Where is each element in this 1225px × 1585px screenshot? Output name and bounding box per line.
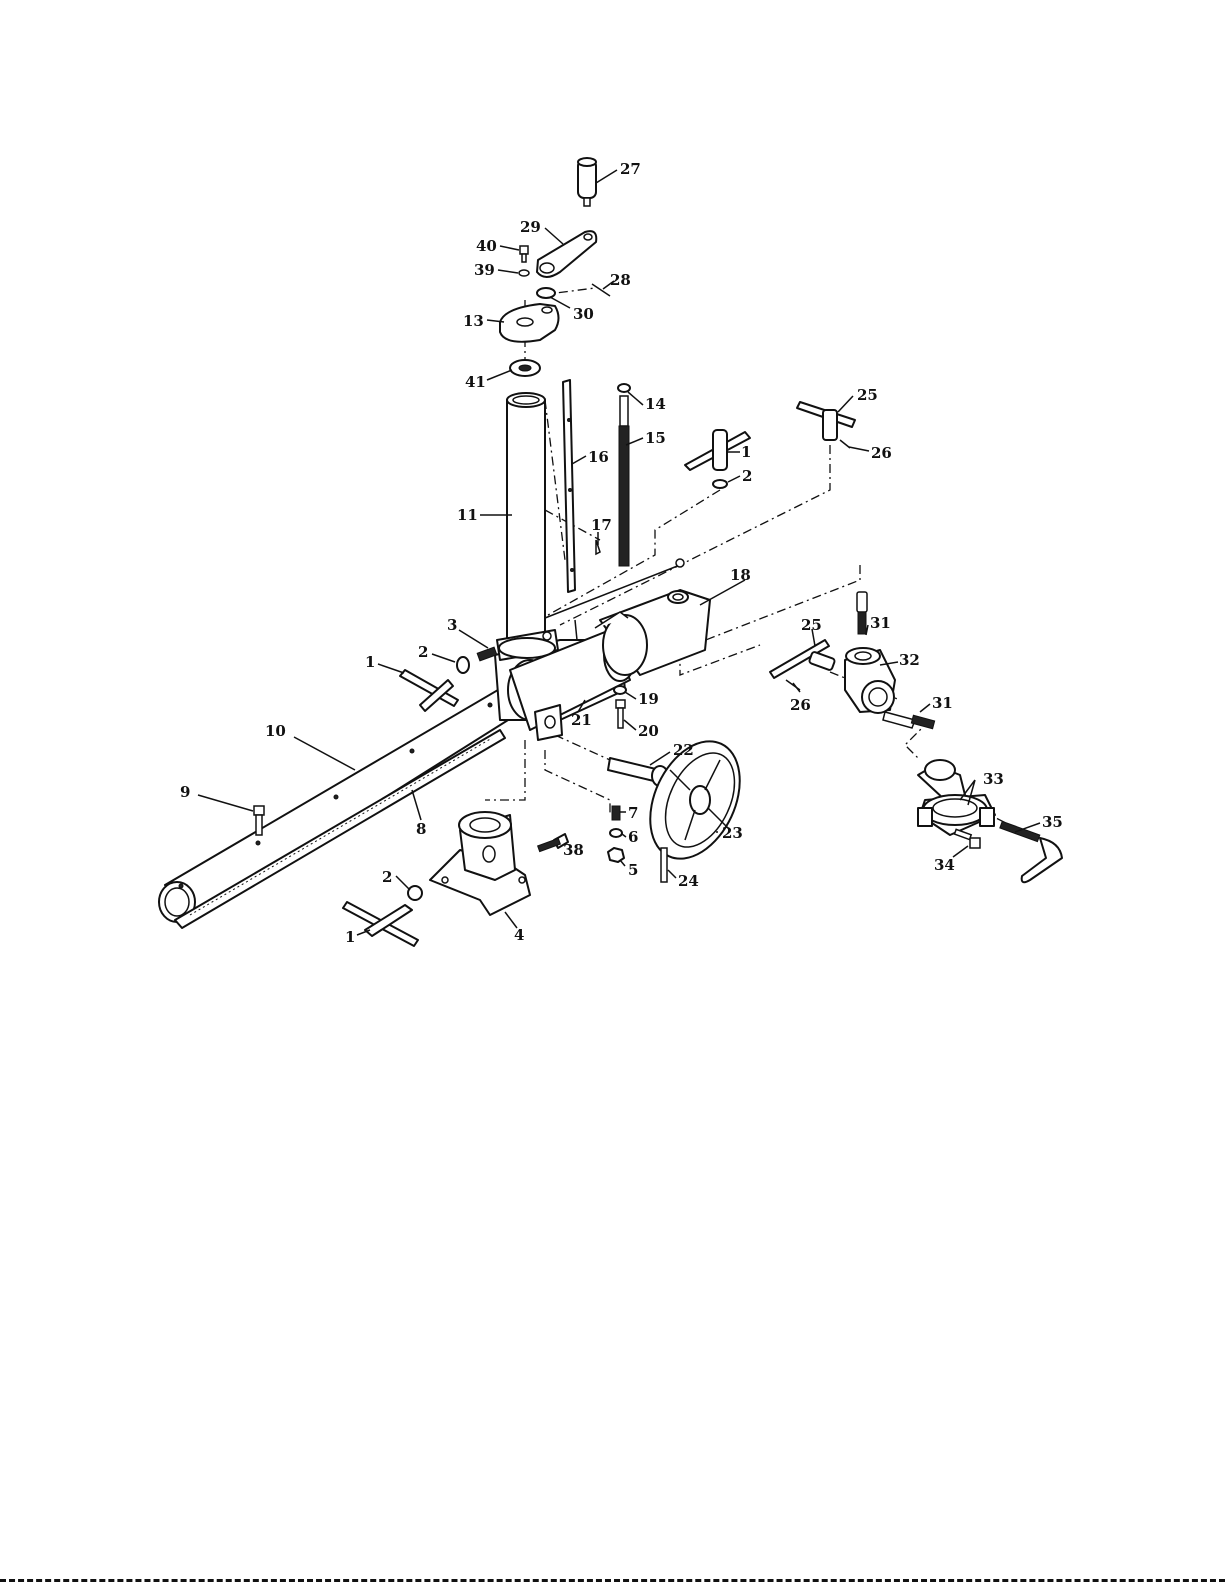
- stud-31-lower: [883, 712, 935, 729]
- pin-26-upper: [840, 440, 850, 448]
- base-4: [430, 812, 530, 915]
- assembly-lines: [485, 288, 1010, 840]
- callout-19: 19: [638, 690, 659, 708]
- callout-40: 40: [476, 237, 497, 255]
- callout-2-upper: 2: [742, 467, 752, 485]
- callout-3: 3: [447, 616, 457, 634]
- page-bottom-edge: [0, 1579, 1225, 1585]
- callout-26-upper: 26: [871, 444, 892, 462]
- callout-26-lower: 26: [790, 696, 811, 714]
- nut-14: [618, 384, 630, 392]
- callout-34: 34: [934, 856, 955, 874]
- callout-38: 38: [563, 841, 584, 859]
- callout-23: 23: [722, 824, 743, 842]
- t-handle-25-upper: [797, 402, 855, 440]
- spring-7: [612, 806, 620, 820]
- washer-39: [519, 270, 529, 276]
- handwheel-23: [633, 727, 758, 873]
- callout-1-upper: 1: [741, 443, 751, 461]
- callout-2-bottom: 2: [382, 868, 392, 886]
- bearing-41: [510, 360, 540, 376]
- callout-11: 11: [457, 506, 478, 524]
- callout-31-upper: 31: [870, 614, 891, 632]
- callout-20: 20: [638, 722, 659, 740]
- callout-5: 5: [628, 861, 638, 879]
- column-tube-11: [507, 393, 545, 655]
- callout-29: 29: [520, 218, 541, 236]
- callout-41: 41: [465, 373, 486, 391]
- callout-9: 9: [180, 783, 190, 801]
- callout-28: 28: [610, 271, 631, 289]
- callout-33: 33: [983, 770, 1004, 788]
- nut-19: [614, 686, 626, 694]
- callout-25-upper: 25: [857, 386, 878, 404]
- end-housing-18: [595, 590, 710, 675]
- callout-27: 27: [620, 160, 641, 178]
- t-handle-25-lower: [770, 640, 835, 678]
- pin-24: [661, 848, 667, 882]
- callout-17: 17: [591, 516, 612, 534]
- callout-32: 32: [899, 651, 920, 669]
- callout-22: 22: [673, 741, 694, 759]
- washer-30: [537, 288, 555, 298]
- rack-bar-16: [563, 380, 575, 592]
- t-handle-1-left: [400, 670, 458, 711]
- callout-1-bottom: 1: [345, 928, 355, 946]
- callout-10: 10: [265, 722, 286, 740]
- callout-6: 6: [628, 828, 638, 846]
- callout-18: 18: [730, 566, 751, 584]
- screw-3: [477, 647, 497, 661]
- elbow-32: [845, 648, 895, 713]
- callout-8: 8: [416, 820, 426, 838]
- washer-2-upper: [713, 480, 727, 488]
- callout-30: 30: [573, 305, 594, 323]
- washer-2-left: [457, 657, 469, 673]
- nut-5: [608, 848, 624, 862]
- screw-34: [954, 829, 980, 848]
- callout-13: 13: [463, 312, 484, 330]
- callout-2-left: 2: [418, 643, 428, 661]
- lever-arm-29: [537, 231, 596, 277]
- stud-31-upper: [857, 592, 867, 634]
- leadscrew-15: [619, 396, 629, 566]
- rack-8: [175, 730, 505, 928]
- callout-31-lower: 31: [932, 694, 953, 712]
- callout-14: 14: [645, 395, 666, 413]
- callout-7: 7: [628, 804, 638, 822]
- callout-4: 4: [514, 926, 524, 944]
- pin-ring: [676, 559, 684, 567]
- callout-25-lower: 25: [801, 616, 822, 634]
- washer-2-bottom: [408, 886, 422, 900]
- handle-knob-27: [578, 158, 596, 206]
- spring-screw: [575, 620, 577, 640]
- callout-24: 24: [678, 872, 699, 890]
- callout-15: 15: [645, 429, 666, 447]
- callout-21: 21: [571, 711, 592, 729]
- bracket-boss: [535, 705, 562, 740]
- screw-20: [616, 700, 625, 728]
- callout-1-left: 1: [365, 653, 375, 671]
- callout-39: 39: [474, 261, 495, 279]
- callout-35: 35: [1042, 813, 1063, 831]
- screw-40: [520, 246, 528, 262]
- screw-9: [254, 806, 264, 835]
- washer-6: [610, 829, 622, 837]
- callout-16: 16: [588, 448, 609, 466]
- column-cap-13: [500, 304, 559, 342]
